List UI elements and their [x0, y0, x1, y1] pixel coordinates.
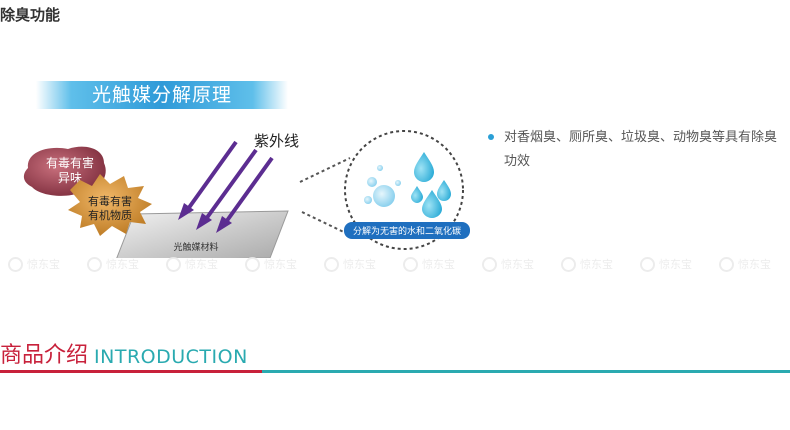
feature-item: 对香烟臭、厕所臭、垃圾臭、动物臭等具有除臭功效 — [486, 126, 786, 174]
feature-text: 对香烟臭、厕所臭、垃圾臭、动物臭等具有除臭功效 — [504, 130, 778, 169]
matter-label-line1: 有毒有害 — [88, 194, 132, 208]
bullet-dot-icon — [488, 134, 494, 140]
watermark-check-icon — [640, 256, 655, 272]
material-label: 光触媒材料 — [173, 241, 218, 253]
result-label: 分解为无害的水和二氧化碳 — [353, 225, 461, 237]
watermark: 惊东宝 — [711, 253, 790, 275]
intro-underline-teal — [262, 370, 790, 373]
watermark-check-icon — [166, 256, 181, 272]
watermark-check-icon — [87, 256, 102, 272]
zoom-circle — [344, 130, 470, 250]
feature-list: 对香烟臭、厕所臭、垃圾臭、动物臭等具有除臭功效 — [486, 126, 786, 174]
intro-title-cn: 商品介绍 — [0, 343, 89, 368]
banner-title: 光触媒分解原理 — [91, 84, 232, 106]
watermark-check-icon — [561, 256, 576, 272]
watermark: 惊东宝 — [158, 253, 237, 275]
odor-label-line2: 异味 — [58, 171, 82, 185]
watermark: 惊东宝 — [0, 253, 79, 275]
watermark-check-icon — [403, 256, 418, 272]
watermark-check-icon — [719, 256, 734, 272]
uv-label: 紫外线 — [254, 132, 299, 150]
watermark: 惊东宝 — [79, 253, 158, 275]
watermark-check-icon — [245, 256, 260, 272]
watermark: 惊东宝 — [474, 253, 553, 275]
watermark: 惊东宝 — [237, 253, 316, 275]
watermark-check-icon — [324, 256, 339, 272]
intro-heading: 商品介绍 INTRODUCTION — [0, 340, 248, 370]
intro-title-en: INTRODUCTION — [94, 346, 248, 368]
watermark: 惊东宝 — [553, 253, 632, 275]
photocatalyst-diagram: 光触媒材料 有毒有害 异味 有毒有害 有机物质 紫外线 分解为无害 — [23, 130, 470, 258]
watermark: 惊东宝 — [632, 253, 711, 275]
watermark-check-icon — [482, 256, 497, 272]
section-title: 除臭功能 — [0, 6, 61, 24]
watermark-check-icon — [8, 256, 23, 272]
odor-label-line1: 有毒有害 — [46, 155, 94, 170]
material-plate — [116, 210, 289, 258]
principle-banner: 光触媒分解原理 — [36, 81, 288, 109]
organic-matter-splat — [68, 174, 152, 236]
watermark: 惊东宝 — [316, 253, 395, 275]
matter-label-line2: 有机物质 — [88, 208, 132, 222]
intro-underline-red — [0, 370, 262, 373]
zoom-connector — [299, 157, 353, 237]
uv-arrows — [178, 140, 274, 233]
watermark: 惊东宝 — [395, 253, 474, 275]
watermark-row: 惊东宝 惊东宝 惊东宝 惊东宝 惊东宝 惊东宝 惊东宝 惊东宝 惊东宝 惊东宝 — [0, 253, 790, 275]
